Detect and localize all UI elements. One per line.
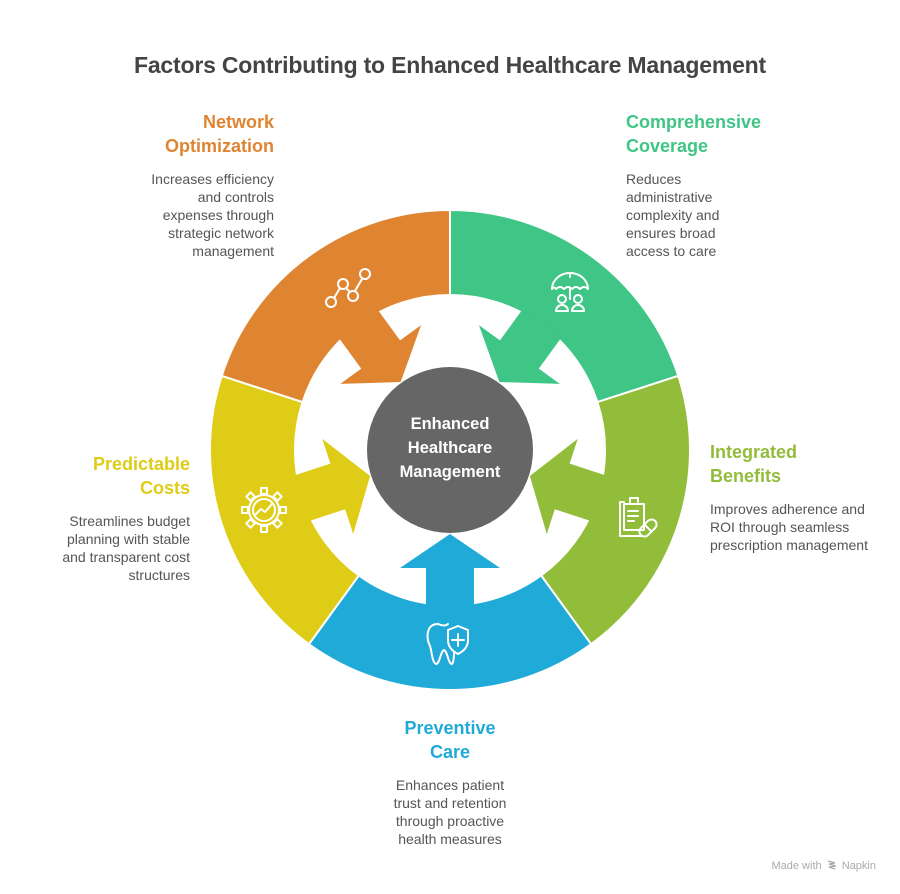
arrow-predictable-costs [293,438,371,535]
factor-title: Comprehensive Coverage [626,110,816,158]
factor-title-line1: Integrated [710,442,798,462]
factor-title-line2: Optimization [165,136,274,156]
diagram-title: Factors Contributing to Enhanced Healthc… [133,52,766,78]
factor-description: Improves adherence and ROI through seaml… [710,501,868,553]
factor-preventive-care: Preventive Care Enhances patient trust a… [355,716,545,848]
arrow-integrated-benefits [529,438,607,535]
ring-segment-predictable-costs [209,374,361,646]
napkin-logo-icon [827,860,837,870]
tooth-shield-icon [426,623,469,665]
center-label-line3: Management [399,463,501,481]
factor-description: Reduces administrative complexity and en… [626,171,720,259]
network-graph-icon [325,268,371,308]
made-with-label: Made with [771,860,822,872]
center-label-line1: Enhanced [410,415,490,433]
factor-integrated-benefits: Integrated Benefits Improves adherence a… [710,440,900,554]
ring-segment-integrated-benefits [539,374,691,646]
footer-attribution: Made with Napkin [771,860,876,872]
factor-comprehensive-coverage: Comprehensive Coverage Reduces administr… [626,110,816,260]
factor-title-line1: Predictable [92,454,190,474]
factor-title-line1: Network [202,112,274,132]
ring-segment-preventive-care [307,574,593,691]
factor-title-line1: Comprehensive [626,112,762,132]
ring-segment-network-optimization [220,208,451,404]
factor-description: Enhances patient trust and retention thr… [393,777,507,847]
arrow-comprehensive-coverage [478,308,562,384]
gear-chart-icon [241,487,287,533]
factor-network-optimization: Network Optimization Increases efficienc… [84,110,274,260]
center-label: Enhanced Healthcare Management [370,412,530,484]
factor-title: Predictable Costs [0,452,190,500]
factor-title: Integrated Benefits [710,440,900,488]
factor-title-line2: Benefits [710,466,782,486]
center-hub [367,367,533,533]
arrow-network-optimization [338,308,422,384]
brand-name: Napkin [841,860,876,872]
factor-description: Streamlines budget planning with stable … [62,513,190,583]
factor-predictable-costs: Predictable Costs Streamlines budget pla… [0,452,190,584]
clipboard-pill-icon [619,497,658,538]
factor-title: Preventive Care [355,716,545,764]
factor-title-line2: Coverage [626,136,709,156]
factor-title-line1: Preventive [404,718,496,738]
factor-title-line2: Care [429,742,471,762]
center-label-line2: Healthcare [407,439,493,457]
arrow-preventive-care [400,534,500,607]
factor-description: Increases efficiency and controls expens… [151,171,274,259]
factor-title: Network Optimization [84,110,274,158]
factor-title-line2: Costs [139,478,190,498]
umbrella-people-icon [551,272,589,312]
